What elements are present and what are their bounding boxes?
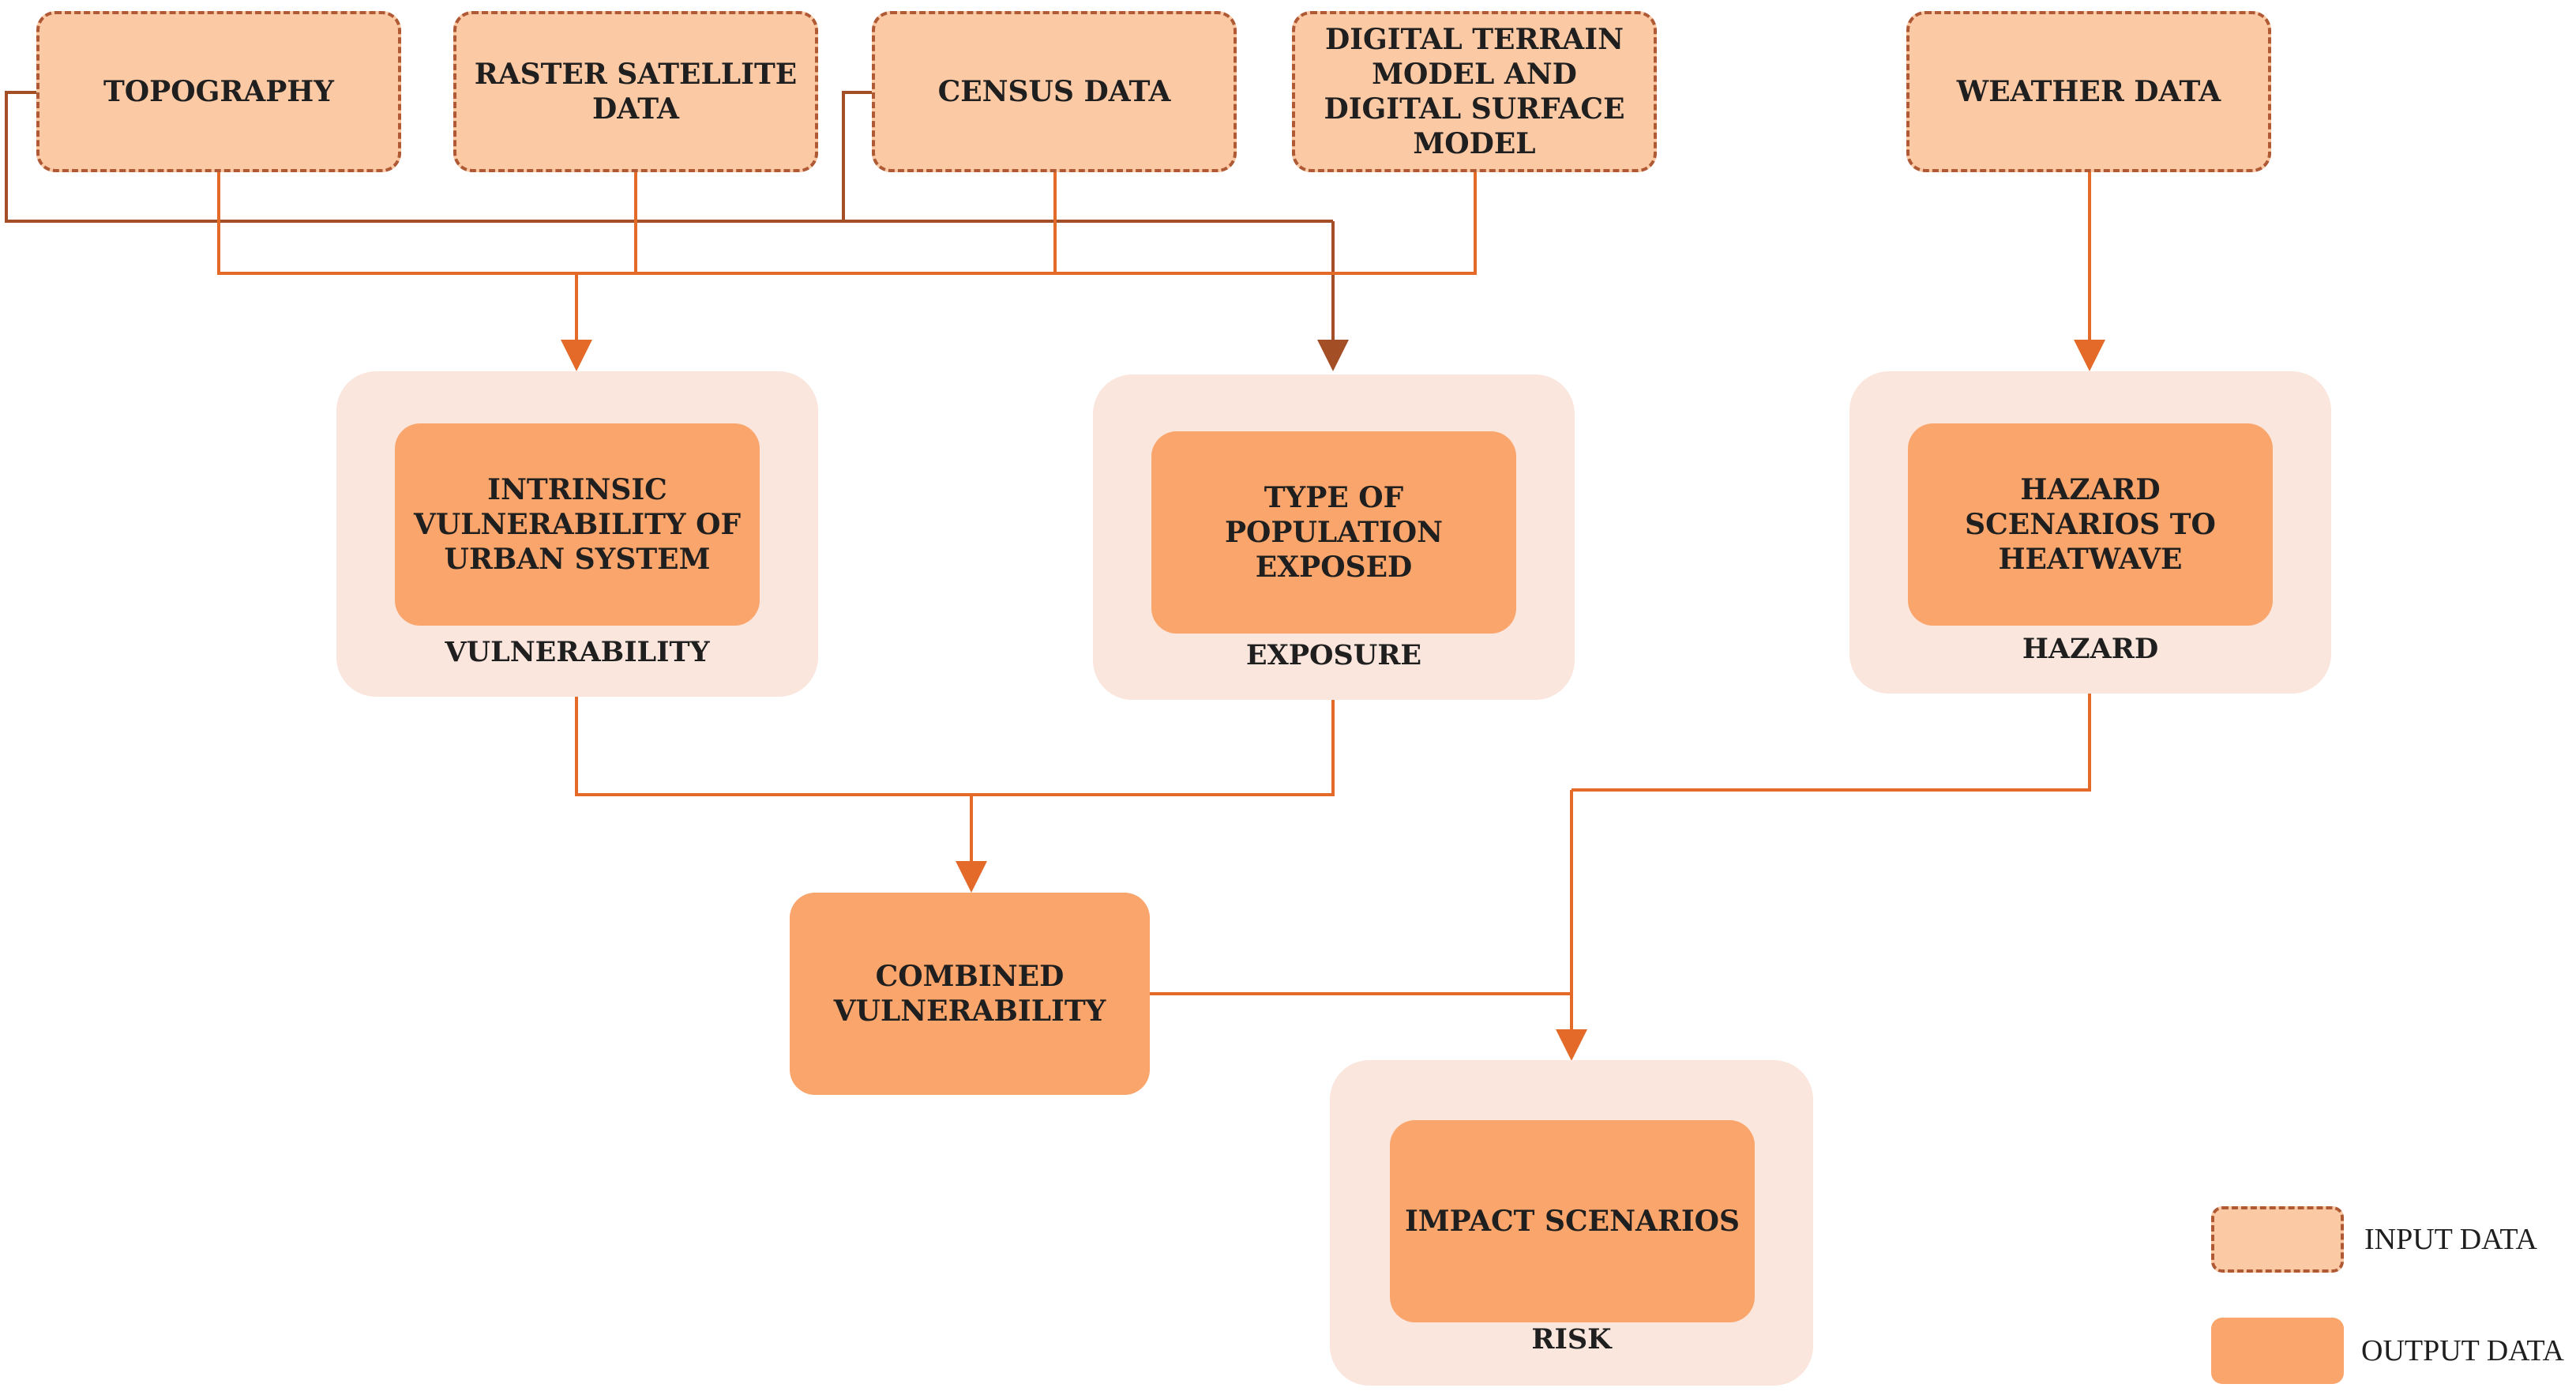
exposure-group-label: EXPOSURE <box>1245 639 1422 671</box>
hazard-scenarios-box: HAZARD SCENARIOS TO HEATWAVE <box>1908 423 2273 626</box>
impact-scenarios-box: IMPACT SCENARIOS <box>1390 1120 1755 1322</box>
dtm-dsm-label: DIGITAL TERRAIN MODEL AND DIGITAL SURFAC… <box>1324 23 1625 160</box>
combined-input-connector <box>575 697 1335 893</box>
exposure-input-connector <box>5 91 1349 371</box>
topography-input-box: TOPOGRAPHY <box>36 11 401 172</box>
hazard-group-label: HAZARD <box>2022 633 2159 665</box>
impact-scenarios-label: IMPACT SCENARIOS <box>1404 1205 1740 1238</box>
raster-satellite-label: RASTER SATELLITE DATA <box>474 58 798 126</box>
raster-satellite-input-box: RASTER SATELLITE DATA <box>453 11 818 172</box>
population-exposed-box: TYPE OF POPULATION EXPOSED <box>1151 431 1516 634</box>
intrinsic-vulnerability-box: INTRINSIC VULNERABILITY OF URBAN SYSTEM <box>395 423 760 626</box>
legend-output-swatch <box>2211 1318 2344 1384</box>
legend-input-swatch <box>2211 1206 2344 1273</box>
risk-group-label: RISK <box>1531 1323 1612 1356</box>
vulnerability-input-connector <box>217 172 1477 371</box>
risk-input-connector <box>1150 694 2091 1061</box>
weather-input-box: WEATHER DATA <box>1906 11 2271 172</box>
intrinsic-vulnerability-label: INTRINSIC VULNERABILITY OF URBAN SYSTEM <box>413 473 742 576</box>
topography-label: TOPOGRAPHY <box>103 75 334 108</box>
census-input-box: CENSUS DATA <box>872 11 1237 172</box>
combined-vulnerability-box: COMBINED VULNERABILITY <box>790 893 1150 1095</box>
legend-input-label: INPUT DATA <box>2364 1223 2537 1256</box>
legend-output-label: OUTPUT DATA <box>2361 1334 2564 1367</box>
combined-vulnerability-label: COMBINED VULNERABILITY <box>833 960 1106 1028</box>
dtm-dsm-input-box: DIGITAL TERRAIN MODEL AND DIGITAL SURFAC… <box>1292 11 1657 172</box>
hazard-scenarios-label: HAZARD SCENARIOS TO HEATWAVE <box>1965 473 2216 576</box>
vulnerability-group-label: VULNERABILITY <box>445 636 710 668</box>
weather-label: WEATHER DATA <box>1956 75 2221 108</box>
population-exposed-label: TYPE OF POPULATION EXPOSED <box>1224 481 1444 584</box>
census-label: CENSUS DATA <box>937 75 1171 108</box>
